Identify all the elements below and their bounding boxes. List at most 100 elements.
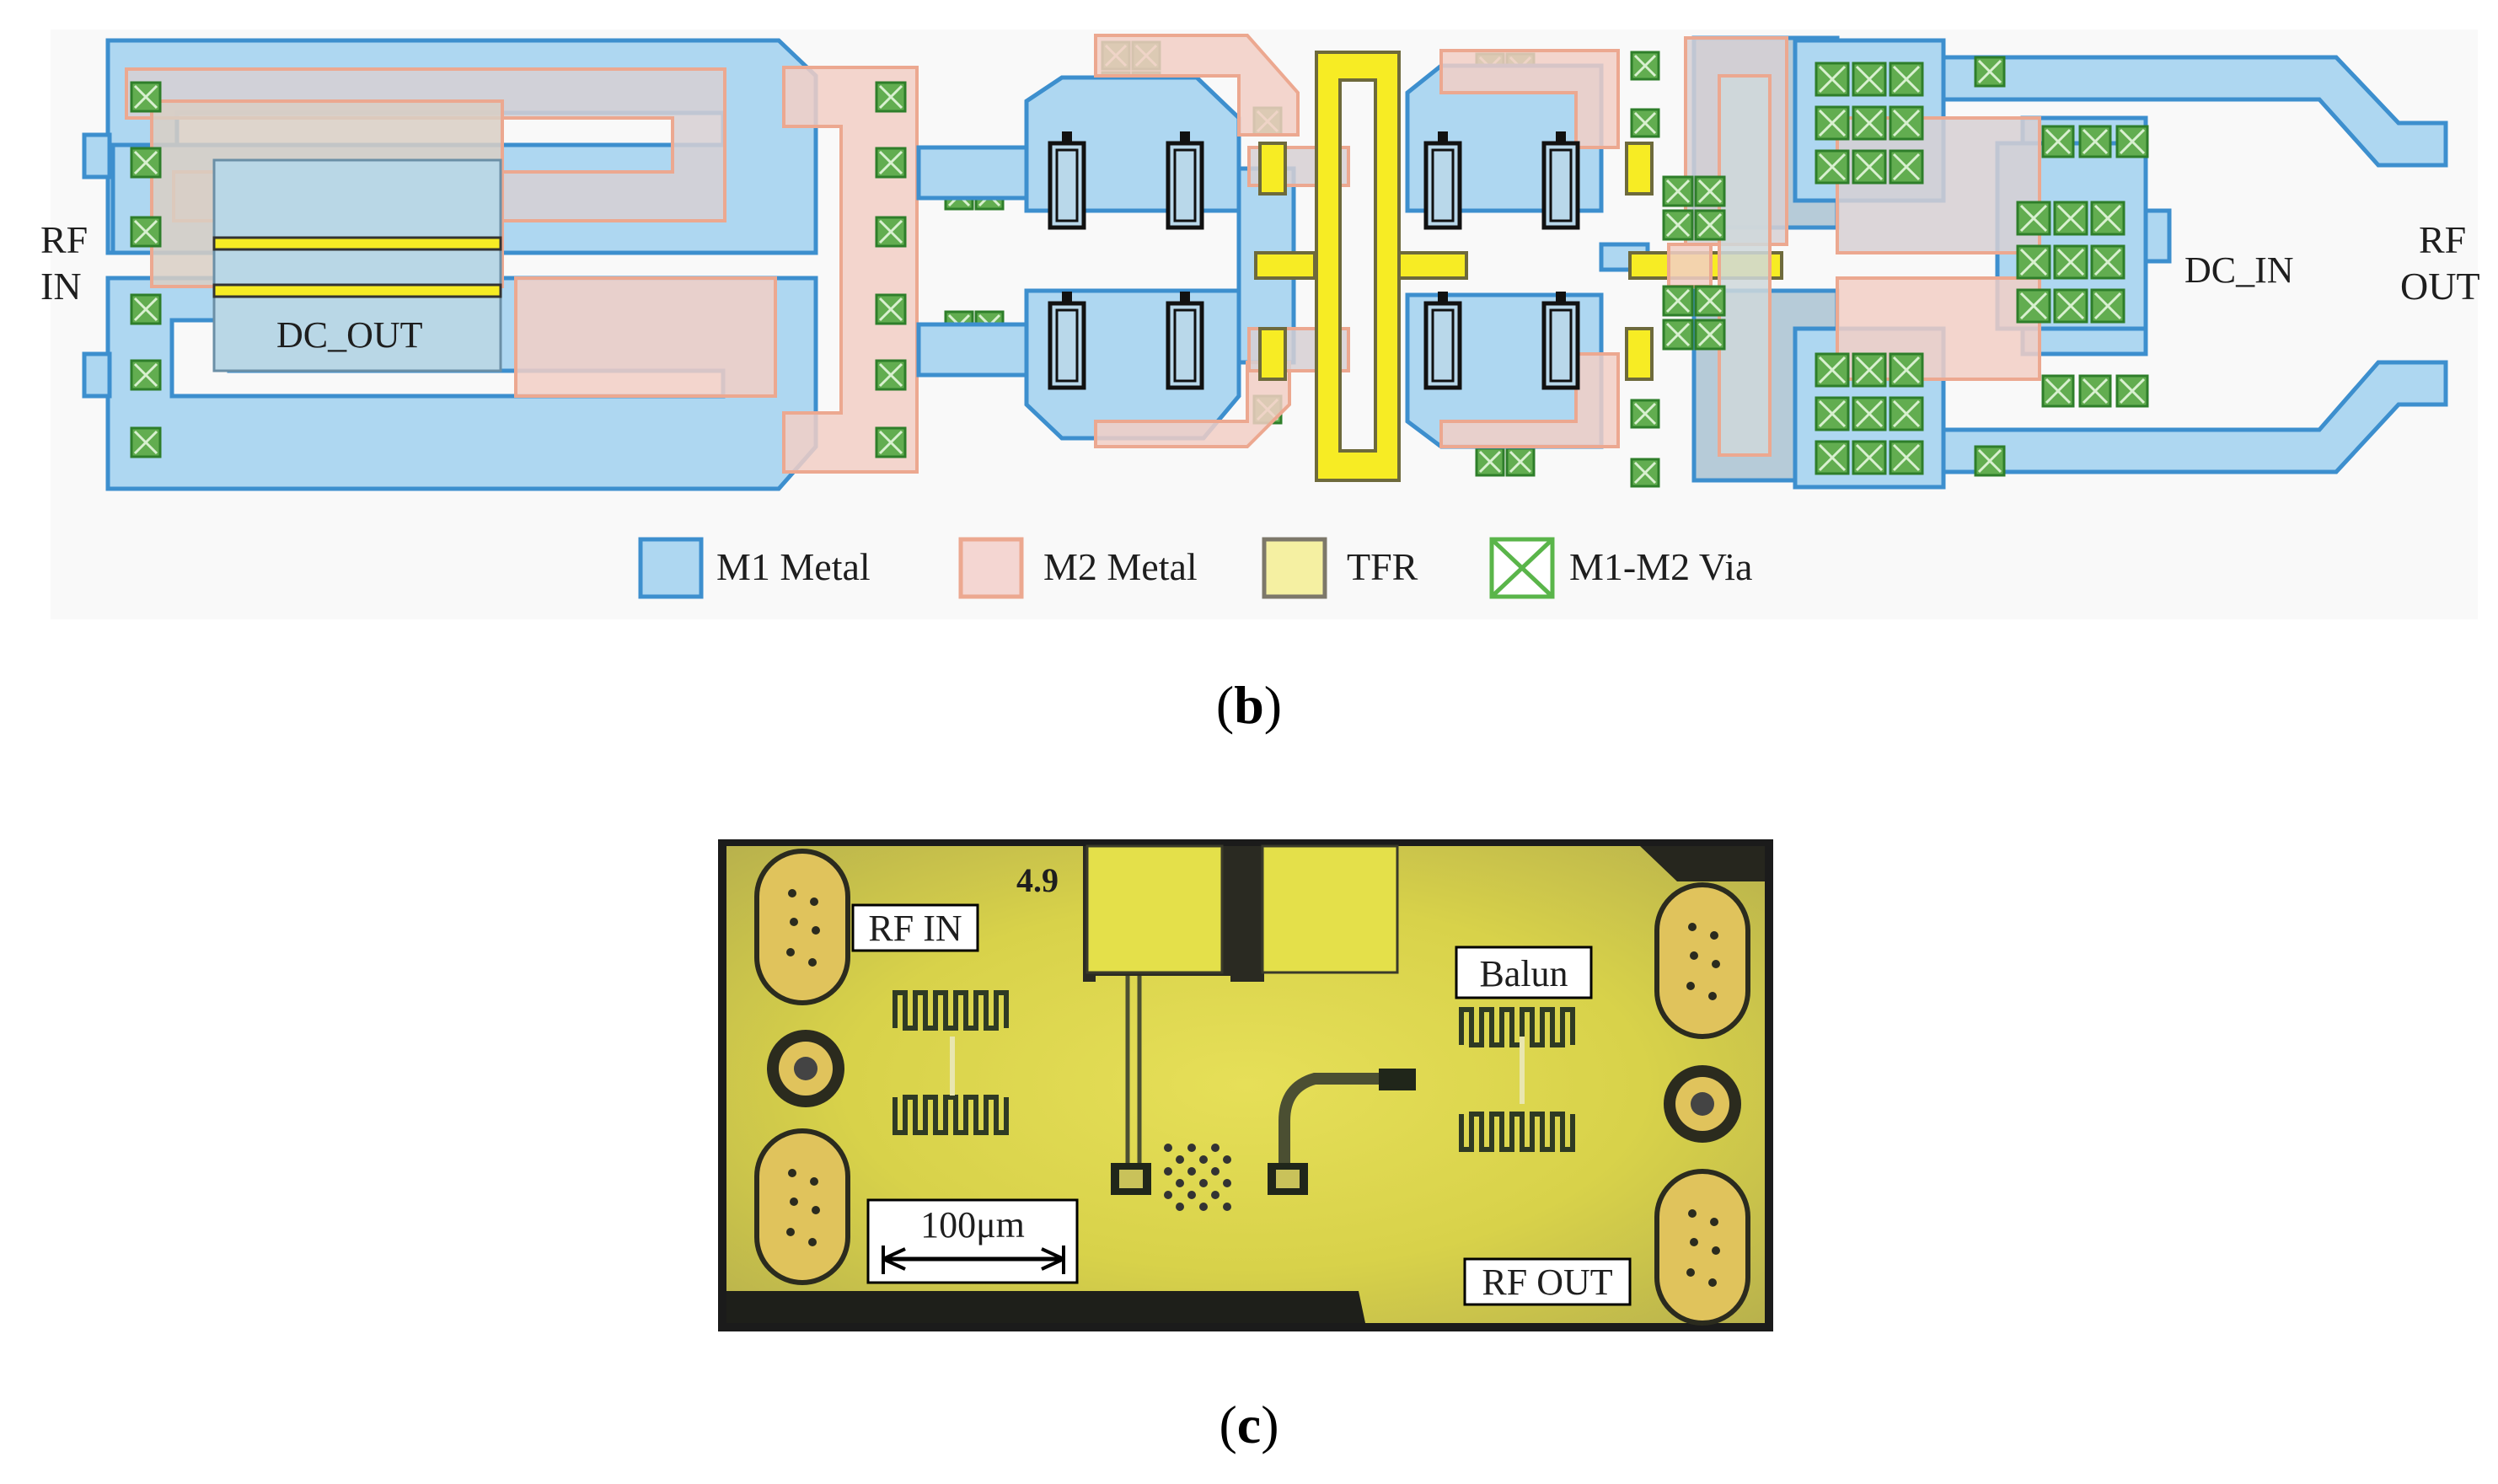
via-icon xyxy=(2041,125,2075,158)
rf-in-photo-label: RF IN xyxy=(868,908,962,949)
balun-photo-label: Balun xyxy=(1479,953,1568,994)
dc-out-label: DC_OUT xyxy=(276,314,423,356)
via-cross-icon xyxy=(1490,538,1554,598)
via-icon xyxy=(1815,396,1850,431)
panel-b-letter: b xyxy=(1234,675,1264,735)
chip-micrograph: RF IN Balun RF OUT 4.9 100μm (c) xyxy=(718,839,1773,1455)
rf-out-label-line2: OUT xyxy=(2400,265,2480,308)
via-icon xyxy=(1815,62,1850,97)
dc-in-label: DC_IN xyxy=(2184,249,2294,291)
panel-c-open: ( xyxy=(1219,1395,1236,1455)
transistor-cells xyxy=(1048,131,1580,390)
panel-b-open: ( xyxy=(1216,675,1234,735)
via-icon xyxy=(1852,352,1887,388)
legend-swatch-m2 xyxy=(958,537,1024,599)
via-icon xyxy=(1630,458,1660,488)
transistor-icon xyxy=(1048,131,1086,230)
via-icon xyxy=(2078,125,2112,158)
via-icon xyxy=(2090,288,2125,324)
transistor-icon xyxy=(1423,131,1462,230)
rf-out-label-line1: RF xyxy=(2419,218,2466,261)
via-icon xyxy=(1974,56,2006,88)
legend-item-tfr: TFR xyxy=(1262,537,1418,599)
legend-swatch-tfr xyxy=(1262,537,1327,599)
transistor-icon xyxy=(1541,131,1580,230)
label-rf-out: RF OUT xyxy=(1463,1257,1632,1306)
via-icon xyxy=(130,293,162,325)
die-mark: 4.9 xyxy=(1016,861,1059,899)
via-icon xyxy=(1630,51,1660,81)
probe-pad-oval xyxy=(1654,1169,1750,1326)
via-icon xyxy=(1475,447,1505,477)
via-icon xyxy=(1630,108,1660,138)
transistor-icon xyxy=(1166,292,1204,390)
via-icon xyxy=(1662,175,1694,207)
via-icon xyxy=(2090,244,2125,280)
center-circuit xyxy=(1111,976,1416,1211)
via-icon xyxy=(1852,62,1887,97)
via-icon xyxy=(130,426,162,458)
probe-pad-ground xyxy=(1664,1065,1741,1143)
via-icon xyxy=(1630,399,1660,429)
via-grid xyxy=(1164,1144,1231,1211)
via-icon xyxy=(1694,209,1726,241)
legend: M1 Metal M2 Metal TFR M1-M2 Via xyxy=(638,537,1752,599)
via-icon xyxy=(2016,201,2051,236)
chip-bottom-strip xyxy=(726,1291,1365,1323)
via-icon xyxy=(2016,288,2051,324)
scale-bar: 100μm xyxy=(866,1198,1079,1284)
probe-pad-oval xyxy=(754,849,850,1005)
via-icon xyxy=(1662,285,1694,317)
scale-bar-label: 100μm xyxy=(920,1204,1025,1246)
via-icon xyxy=(2016,244,2051,280)
via-icon xyxy=(875,426,907,458)
transistor-icon xyxy=(1541,292,1580,390)
via-icon xyxy=(1694,319,1726,351)
via-icon xyxy=(1852,440,1887,475)
transistor-icon xyxy=(1166,131,1204,230)
rf-in-label-line2: IN xyxy=(40,265,82,308)
via-icon xyxy=(1974,445,2006,477)
via-icon xyxy=(1889,352,1924,388)
panel-label-c: (c) xyxy=(1219,1395,1278,1455)
via-icon xyxy=(2053,244,2088,280)
via-icon xyxy=(2053,201,2088,236)
probe-pads xyxy=(754,849,1750,1326)
legend-swatch-m1 xyxy=(638,537,704,599)
via-icon xyxy=(1694,175,1726,207)
via-icon xyxy=(1815,440,1850,475)
via-icon xyxy=(1662,319,1694,351)
panel-label-b: (b) xyxy=(1216,675,1282,735)
probe-pad-ground xyxy=(767,1030,844,1107)
via-icon xyxy=(2053,288,2088,324)
via-icon xyxy=(130,216,162,248)
via-icon xyxy=(1889,105,1924,141)
via-icon xyxy=(1852,149,1887,185)
legend-item-m2: M2 Metal xyxy=(958,537,1198,599)
top-pad-left xyxy=(1086,844,1224,974)
via-icon xyxy=(1889,62,1924,97)
balun-right xyxy=(1459,1007,1575,1152)
probe-pad-oval xyxy=(754,1128,850,1285)
vias-output xyxy=(1662,56,2149,477)
via-icon xyxy=(2115,125,2149,158)
legend-item-m1: M1 Metal xyxy=(638,537,871,599)
rf-in-label-line1: RF xyxy=(40,218,88,261)
probe-pad-oval xyxy=(1654,882,1750,1039)
via-icon xyxy=(1889,440,1924,475)
transistor-icon xyxy=(1423,292,1462,390)
label-rf-in: RF IN xyxy=(851,903,979,952)
via-icon xyxy=(875,216,907,248)
via-icon xyxy=(130,81,162,113)
dc-out-tfr-2 xyxy=(212,283,502,298)
legend-label-tfr: TFR xyxy=(1347,545,1418,588)
legend-label-via: M1-M2 Via xyxy=(1569,545,1752,588)
transistor-icon xyxy=(1048,292,1086,390)
via-icon xyxy=(1815,105,1850,141)
via-icon xyxy=(1694,285,1726,317)
layout-diagram: RF IN RF OUT DC_OUT DC_IN M1 Metal M2 Me… xyxy=(40,29,2480,735)
via-icon xyxy=(2041,374,2075,408)
via-icon xyxy=(130,359,162,391)
dc-out-plate xyxy=(212,158,502,372)
